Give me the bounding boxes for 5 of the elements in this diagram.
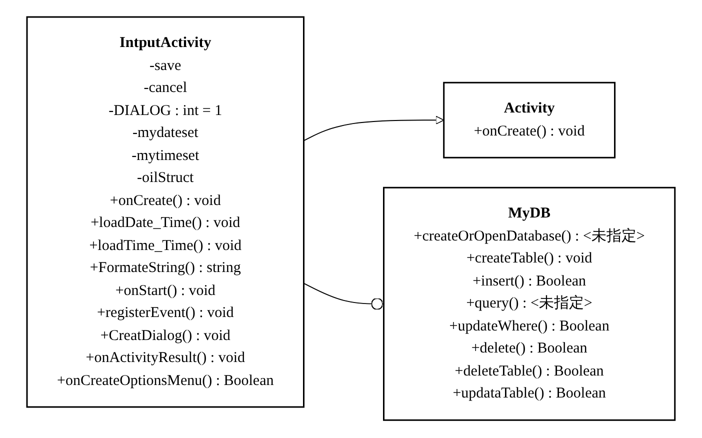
node-box (383, 187, 676, 422)
node-box (443, 82, 616, 159)
node-box (26, 16, 305, 408)
arrow (303, 116, 444, 142)
connector (303, 283, 384, 310)
